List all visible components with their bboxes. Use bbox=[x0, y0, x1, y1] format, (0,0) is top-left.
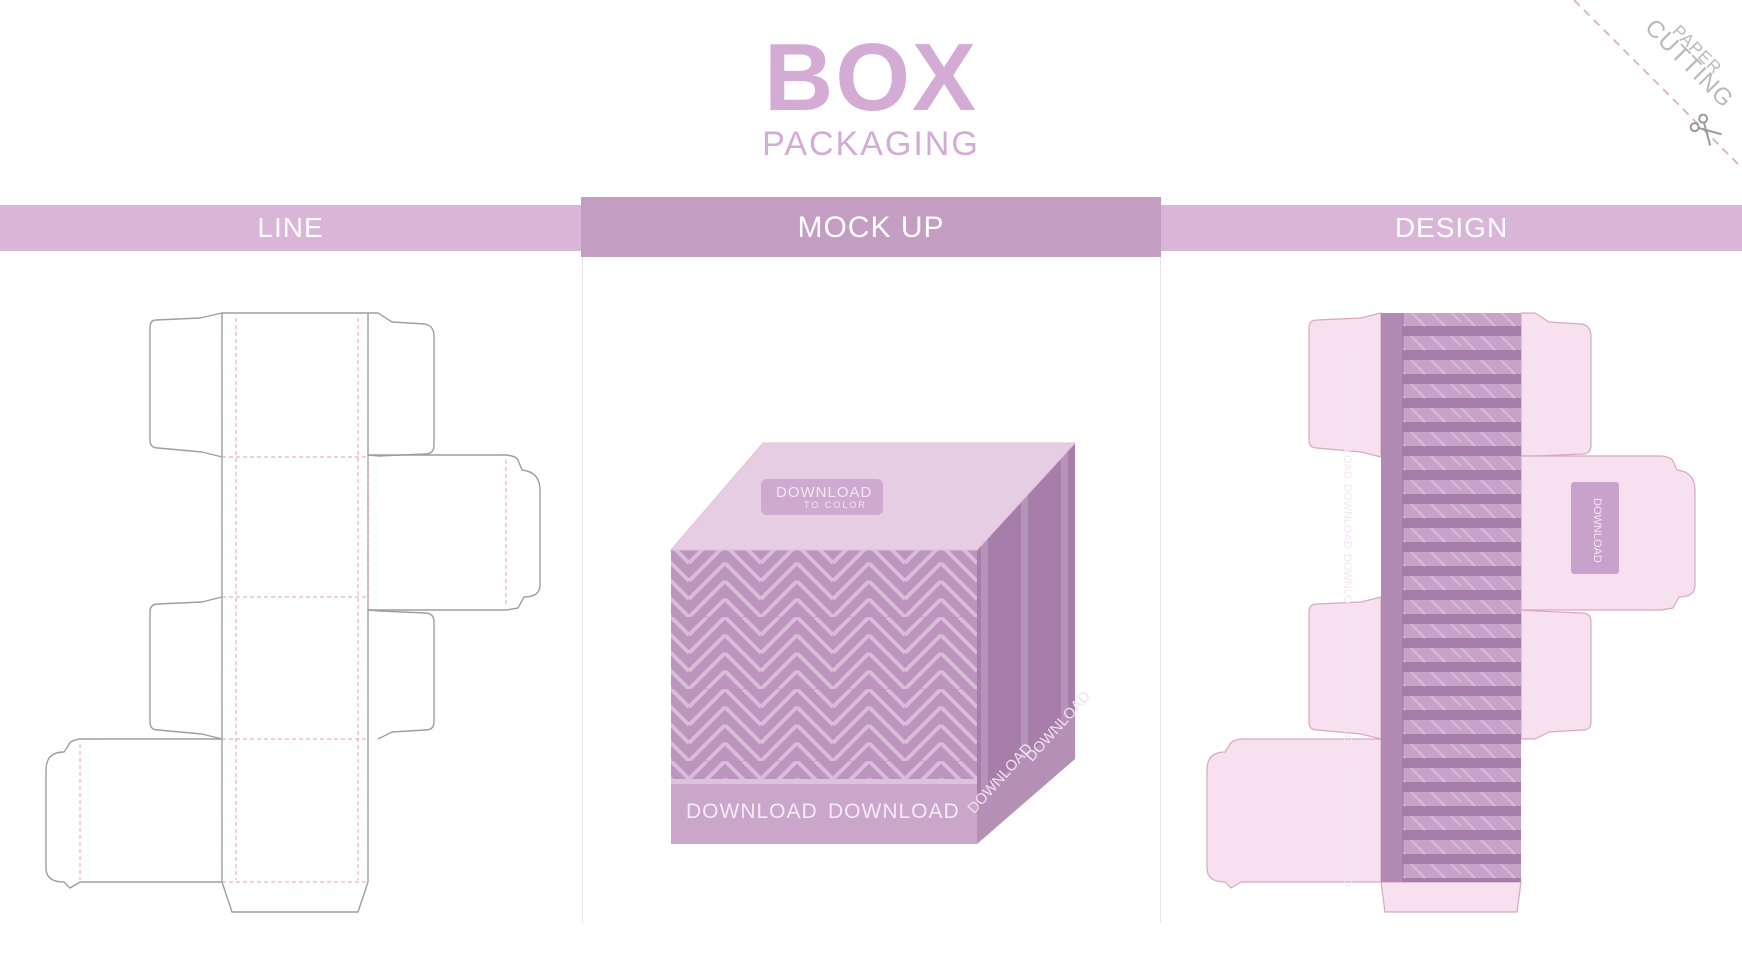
design-pattern-strip bbox=[1381, 313, 1521, 882]
page-subtitle: PACKAGING bbox=[762, 125, 980, 163]
scissors-icon bbox=[1689, 113, 1722, 146]
tab-mock-up: MOCK UP bbox=[581, 197, 1161, 257]
box-front-face bbox=[671, 550, 977, 798]
strip-label-4: DOWNLOAD bbox=[1341, 554, 1353, 619]
strip-label-1: DOWNLOAD bbox=[1341, 344, 1353, 409]
column-divider-left bbox=[582, 257, 583, 923]
front-label-1: DOWNLOAD bbox=[686, 800, 818, 823]
front-label-band bbox=[671, 779, 977, 844]
page-title: BOX bbox=[763, 24, 979, 131]
lid-label-text: DOWNLOAD bbox=[776, 484, 873, 501]
strip-label-8: DOWNLOAD bbox=[1341, 822, 1353, 887]
box-side-face bbox=[977, 443, 1075, 798]
lid-label-plate bbox=[761, 479, 883, 515]
lid-label-subtext: TO COLOR bbox=[804, 500, 867, 510]
front-label-2: DOWNLOAD bbox=[828, 800, 960, 823]
die-line-template bbox=[45, 312, 541, 913]
strip-label-3: DOWNLOAD bbox=[1341, 484, 1353, 549]
paper-cutting-badge bbox=[1573, 0, 1742, 169]
side-label-band bbox=[977, 715, 1075, 844]
flap-label: DOWNLOAD bbox=[1591, 498, 1603, 563]
design-text-column bbox=[1381, 313, 1403, 882]
column-divider-right bbox=[1160, 257, 1161, 923]
flap-label-plate bbox=[1571, 482, 1619, 574]
tab-line: LINE bbox=[0, 205, 581, 251]
design-template bbox=[1206, 312, 1696, 913]
strip-label-2: DOWNLOAD bbox=[1341, 414, 1353, 479]
strip-label-7: DOWNLOAD bbox=[1341, 764, 1353, 829]
box-mockup bbox=[669, 442, 1077, 844]
strip-label-5: DOWNLOAD bbox=[1341, 624, 1353, 689]
tab-design: DESIGN bbox=[1161, 205, 1742, 251]
strip-label-6: DOWNLOAD bbox=[1341, 694, 1353, 759]
